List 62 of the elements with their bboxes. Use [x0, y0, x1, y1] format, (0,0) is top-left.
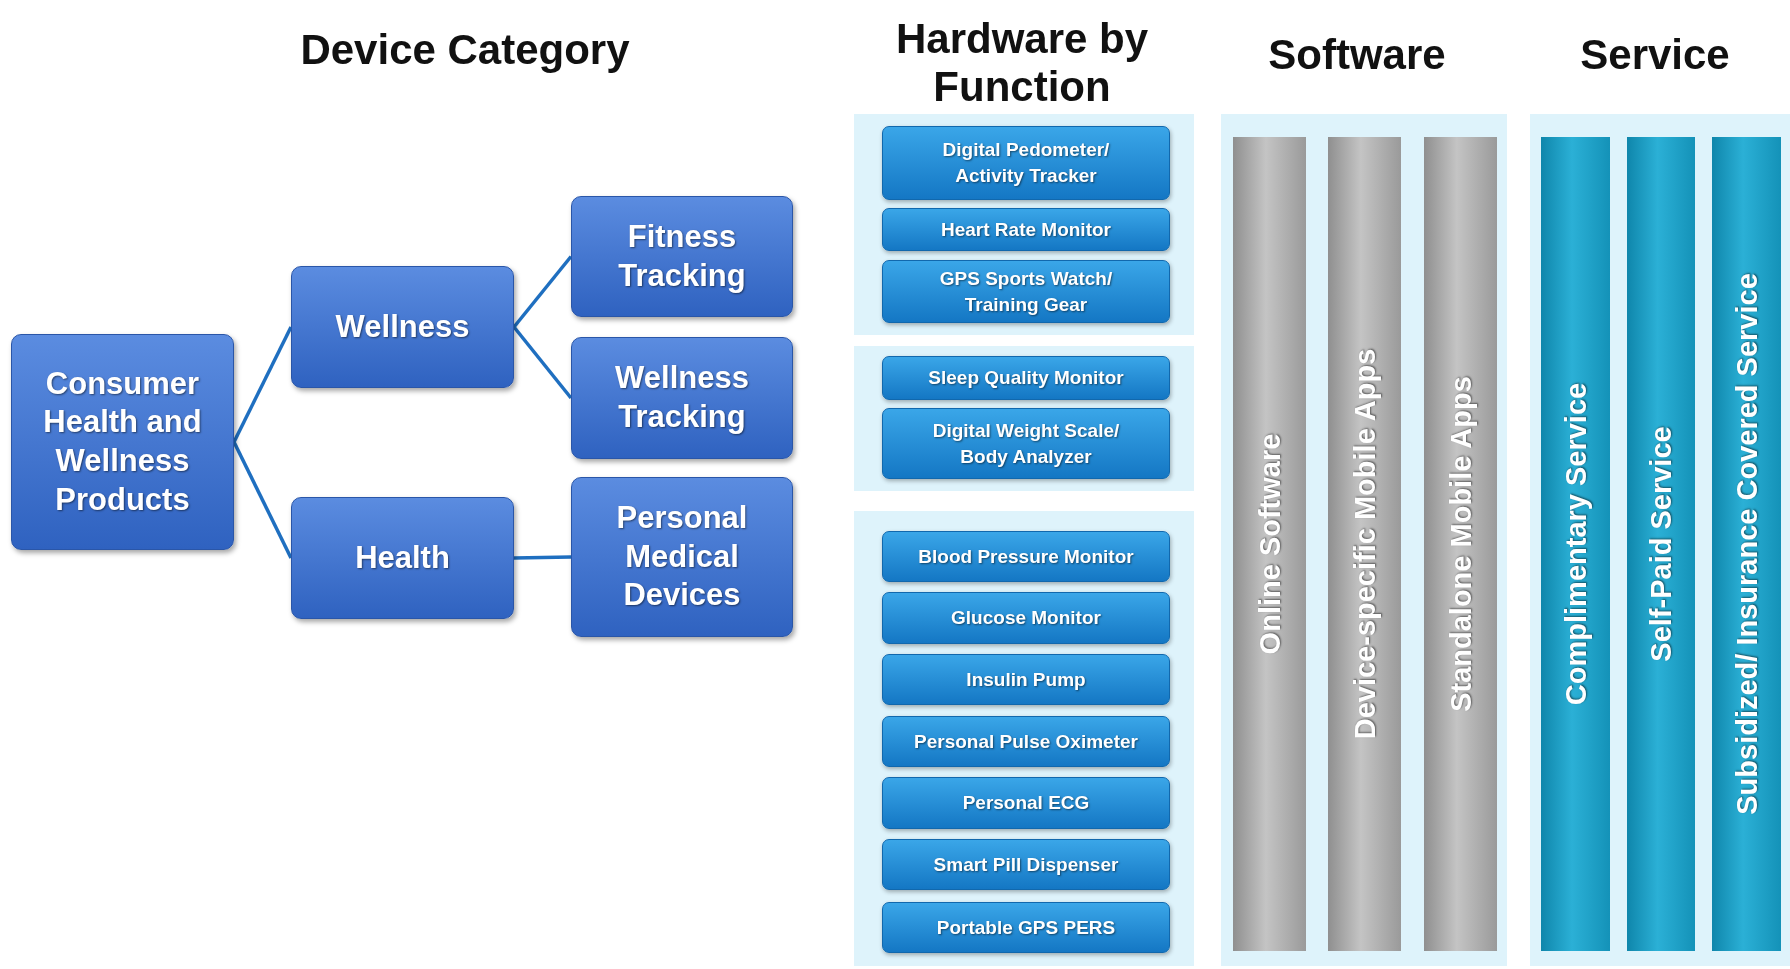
device-box	[882, 208, 1170, 251]
category-box	[571, 196, 793, 317]
node-label: Glucose Monitor	[950, 606, 1102, 631]
device-box	[882, 531, 1170, 582]
category-box	[291, 497, 514, 619]
node-label: Standalone Mobile Apps	[1444, 376, 1477, 712]
device-box	[882, 356, 1170, 400]
node-label: Heart Rate Monitor	[940, 217, 1112, 242]
device-box	[882, 839, 1170, 890]
node-label: Digital Weight Scale/ Body Analyzer	[931, 418, 1121, 469]
node-label: Sleep Quality Monitor	[927, 366, 1125, 391]
service-bar	[1712, 137, 1781, 951]
connector-line	[512, 325, 573, 400]
node-label: Personal Pulse Oximeter	[913, 729, 1139, 754]
device-box	[882, 716, 1170, 767]
category-box	[291, 266, 514, 388]
column-heading: Device Category	[299, 26, 631, 75]
node-label: Complimentary Service	[1559, 382, 1592, 706]
node-label: Personal ECG	[961, 791, 1091, 816]
panel-background	[1530, 114, 1790, 966]
column-heading: Software	[1267, 31, 1447, 80]
software-bar	[1233, 137, 1306, 951]
service-bar	[1627, 137, 1695, 951]
node-label: Digital Pedometer/ Activity Tracker	[941, 138, 1111, 188]
connector-line	[232, 326, 293, 443]
node-label: Self-Paid Service	[1644, 426, 1678, 662]
panel-background	[854, 114, 1194, 335]
node-label: Wellness	[334, 307, 471, 346]
node-label: Personal Medical Devices	[615, 498, 749, 615]
column-heading: Service	[1579, 31, 1731, 80]
node-label: Smart Pill Dispenser	[932, 852, 1120, 877]
device-box	[882, 592, 1170, 644]
connector-line	[512, 255, 573, 329]
node-label: Health	[354, 538, 451, 577]
category-box	[571, 337, 793, 459]
node-label: Blood Pressure Monitor	[917, 544, 1135, 569]
node-label: Device-specific Mobile Apps	[1348, 348, 1381, 740]
node-label: Consumer Health and Wellness Products	[42, 364, 203, 519]
node-label: Online Software	[1253, 433, 1286, 655]
device-box	[882, 777, 1170, 829]
service-bar	[1541, 137, 1610, 951]
node-label: Portable GPS PERS	[935, 915, 1117, 940]
device-box	[882, 126, 1170, 200]
device-box	[882, 408, 1170, 479]
device-box	[882, 654, 1170, 705]
software-bar	[1424, 137, 1497, 951]
node-label: Insulin Pump	[965, 667, 1087, 692]
software-bar	[1328, 137, 1401, 951]
connector-line	[232, 441, 293, 559]
node-label: GPS Sports Watch/ Training Gear	[938, 266, 1114, 317]
category-box	[571, 477, 793, 637]
node-label: Subsidized/ Insurance Covered Service	[1730, 273, 1763, 815]
device-box	[882, 260, 1170, 323]
device-box	[882, 902, 1170, 953]
column-heading: Hardware by Function	[894, 15, 1150, 112]
panel-background	[854, 346, 1194, 491]
panel-background	[1221, 114, 1507, 966]
category-box	[11, 334, 234, 550]
panel-background	[854, 511, 1194, 966]
connector-line	[513, 555, 572, 560]
node-label: Fitness Tracking	[617, 217, 747, 295]
node-label: Wellness Tracking	[614, 359, 750, 436]
